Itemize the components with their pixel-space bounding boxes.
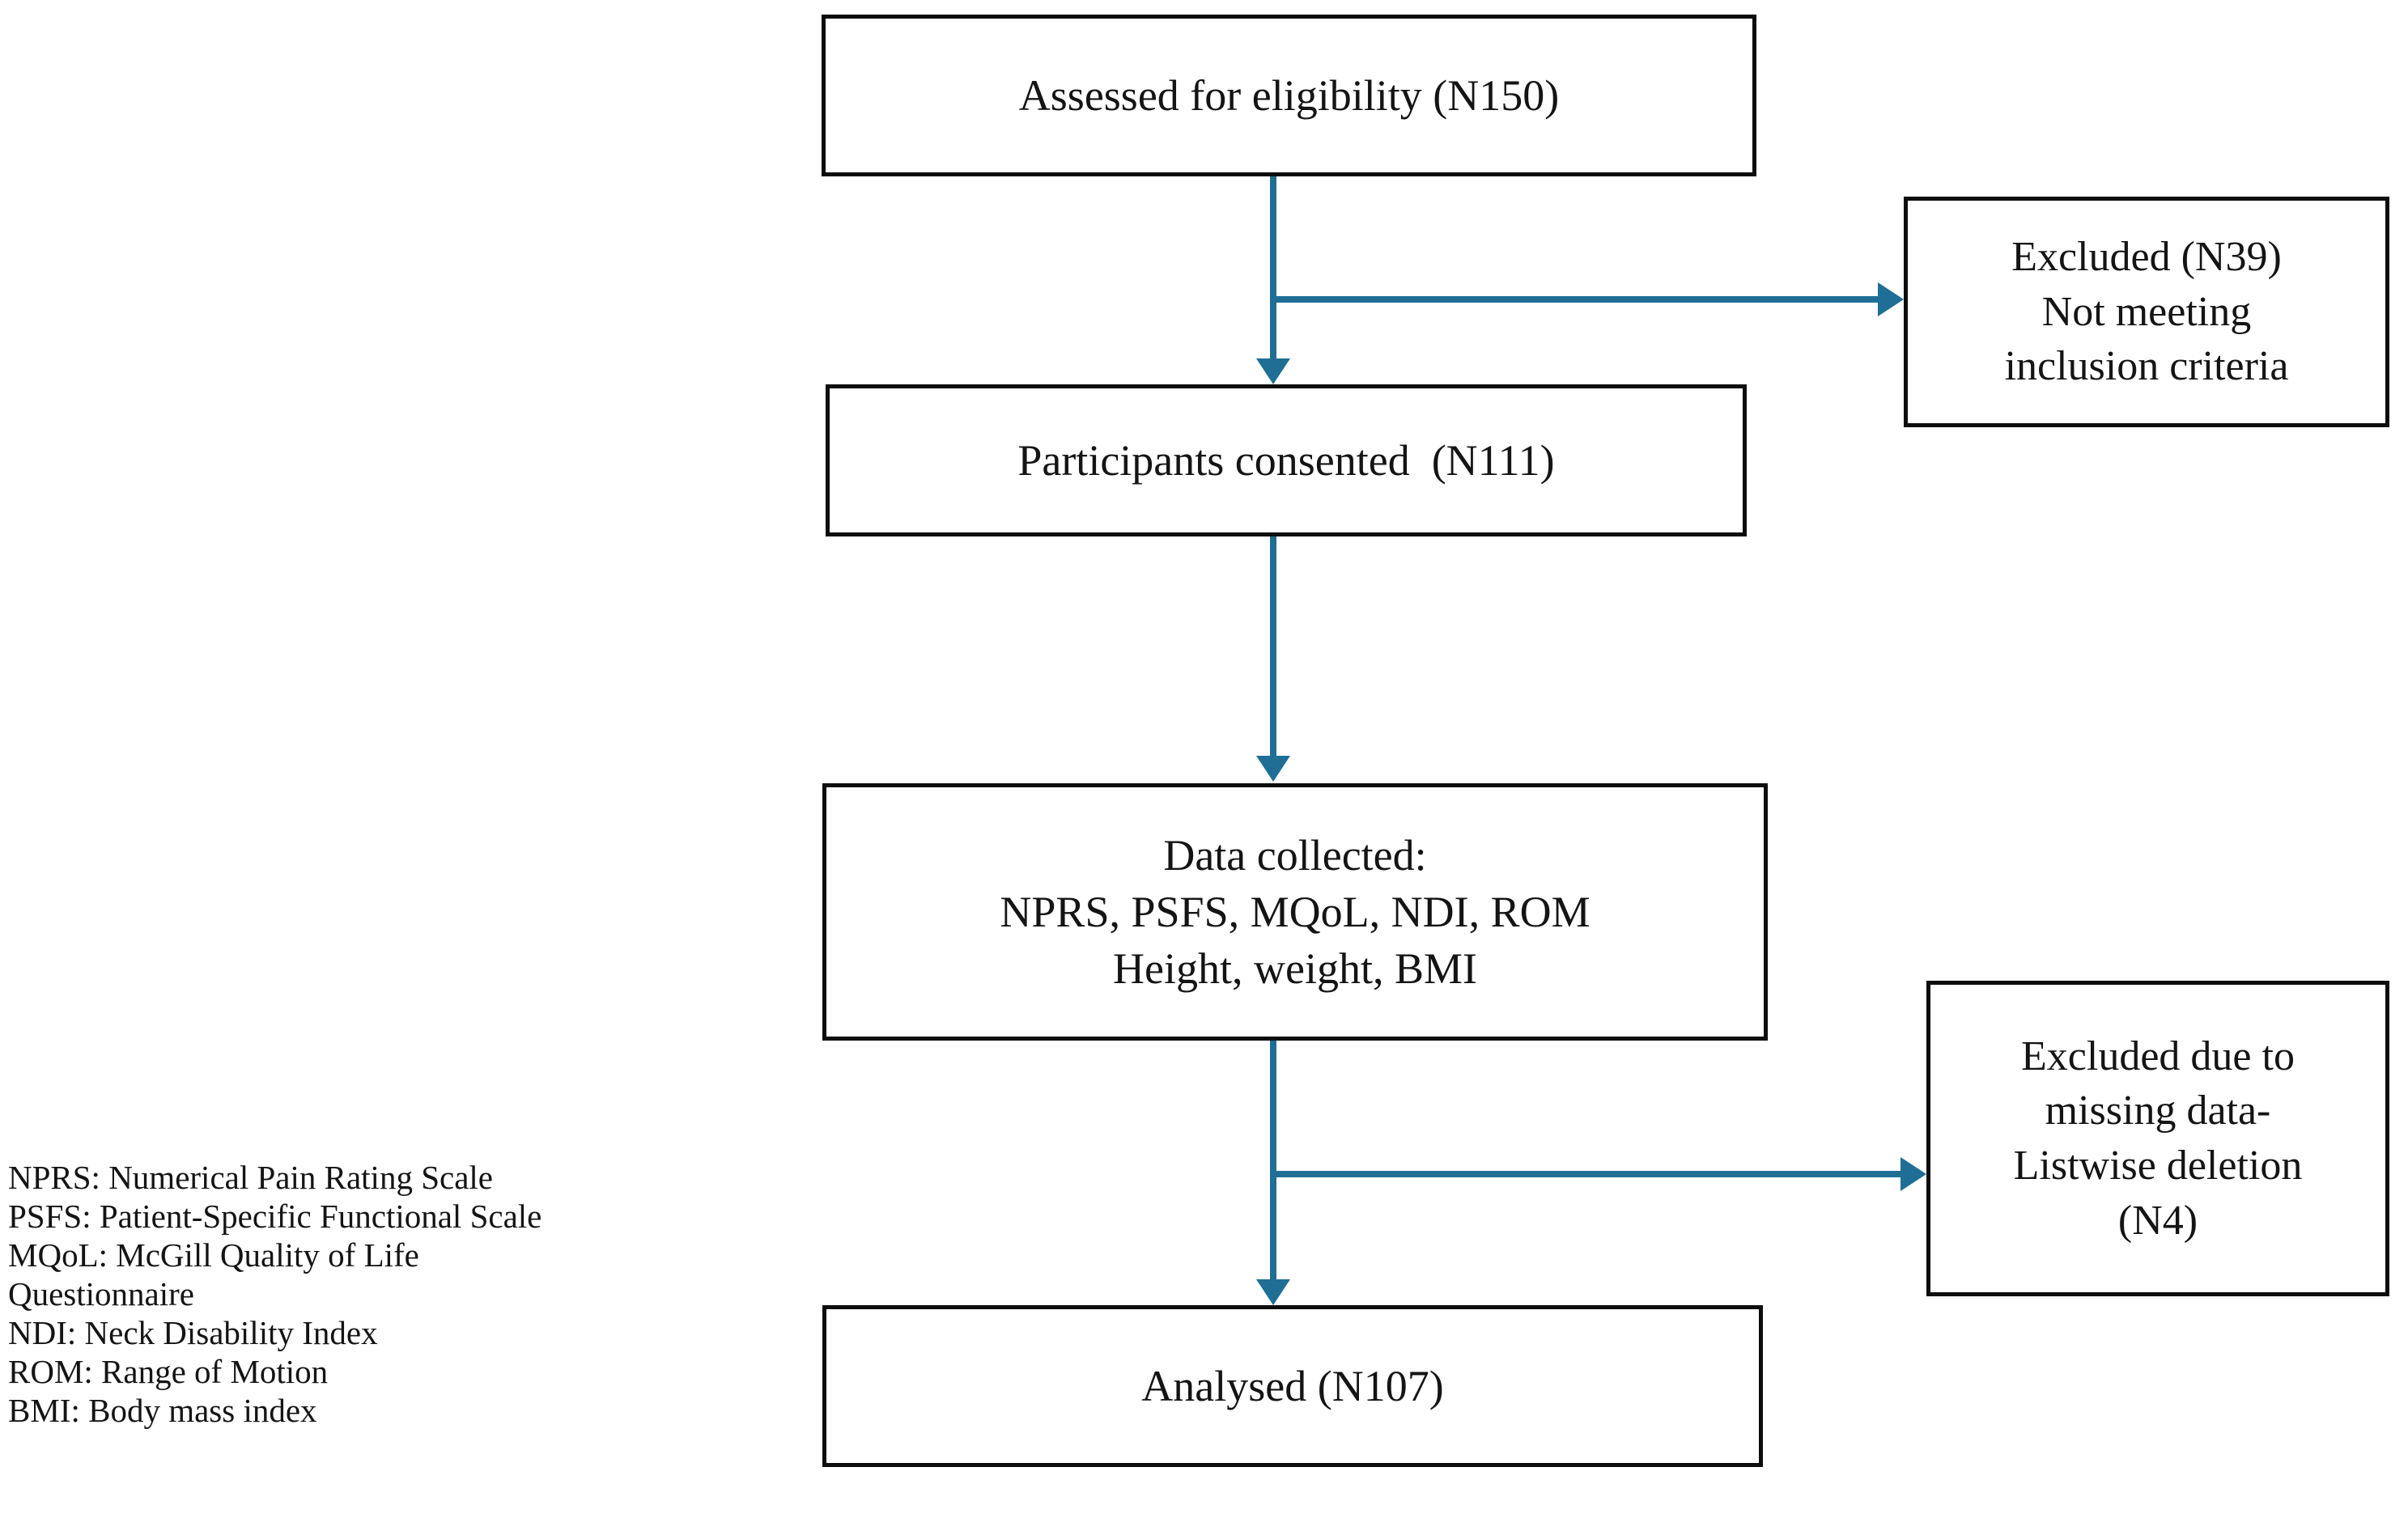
node-excluded-1-line-2: Not meeting xyxy=(2041,288,2252,335)
legend-line-psfs: PSFS: Patient-Specific Functional Scale xyxy=(8,1197,542,1235)
node-data-collected-line-3: Height, weight, BMI xyxy=(1113,944,1477,994)
node-excluded-2-line-4: (N4) xyxy=(2117,1197,2198,1244)
connector-assessed-to-consented-line xyxy=(1270,176,1276,358)
legend-line-rom: ROM: Range of Motion xyxy=(8,1352,329,1390)
legend-line-mqol-continued: Questionnaire xyxy=(8,1274,194,1312)
node-excluded-2-line-3: Listwise deletion xyxy=(2013,1143,2303,1189)
node-analysed: Analysed (N107) xyxy=(822,1305,1763,1467)
node-excluded-2-line-2: missing data- xyxy=(2045,1088,2271,1134)
connector-consented-to-data-line xyxy=(1270,536,1276,756)
node-excluded-1-line-1: Excluded (N39) xyxy=(2011,234,2282,281)
node-excluded-1-line-3: inclusion criteria xyxy=(2004,343,2289,390)
connector-assessed-to-excluded-1-line xyxy=(1270,296,1879,303)
node-data-collected-line-1: Data collected: xyxy=(1163,830,1427,880)
node-excluded-2-line-1: Excluded due to xyxy=(2021,1032,2295,1079)
legend-line-ndi: NDI: Neck Disability Index xyxy=(8,1313,378,1351)
node-data-collected-line-2: NPRS, PSFS, MQoL, NDI, ROM xyxy=(1000,887,1590,936)
abbreviations-legend: NPRS: Numerical Pain Rating Scale PSFS: … xyxy=(8,1159,737,1431)
connector-data-to-analysed-line xyxy=(1270,1041,1276,1281)
arrow-down-icon-assessed-to-consented xyxy=(1256,358,1290,384)
node-assessed-line-1: Assessed for eligibility (N150) xyxy=(1018,70,1560,120)
node-excluded-missing-data: Excluded due to missing data- Listwise d… xyxy=(1926,981,2389,1296)
node-assessed-for-eligibility: Assessed for eligibility (N150) xyxy=(822,15,1756,176)
arrow-right-icon-to-excluded-1 xyxy=(1878,282,1904,316)
node-analysed-line-1: Analysed (N107) xyxy=(1141,1361,1444,1410)
node-excluded-not-meeting-criteria: Excluded (N39) Not meeting inclusion cri… xyxy=(1904,197,2389,427)
arrow-down-icon-data-to-analysed xyxy=(1256,1279,1290,1305)
arrow-down-icon-consented-to-data xyxy=(1256,756,1290,782)
arrow-right-icon-to-excluded-2 xyxy=(1900,1157,1926,1191)
node-participants-consented: Participants consented (N111) xyxy=(826,384,1747,536)
legend-line-nprs: NPRS: Numerical Pain Rating Scale xyxy=(8,1159,493,1196)
node-consented-line-1: Participants consented (N111) xyxy=(1017,435,1555,485)
legend-line-mqol: MQoL: McGill Quality of Life xyxy=(8,1236,419,1274)
node-data-collected: Data collected: NPRS, PSFS, MQoL, NDI, R… xyxy=(822,783,1768,1041)
legend-line-bmi: BMI: Body mass index xyxy=(8,1391,317,1429)
connector-data-to-excluded-2-line xyxy=(1270,1171,1902,1177)
